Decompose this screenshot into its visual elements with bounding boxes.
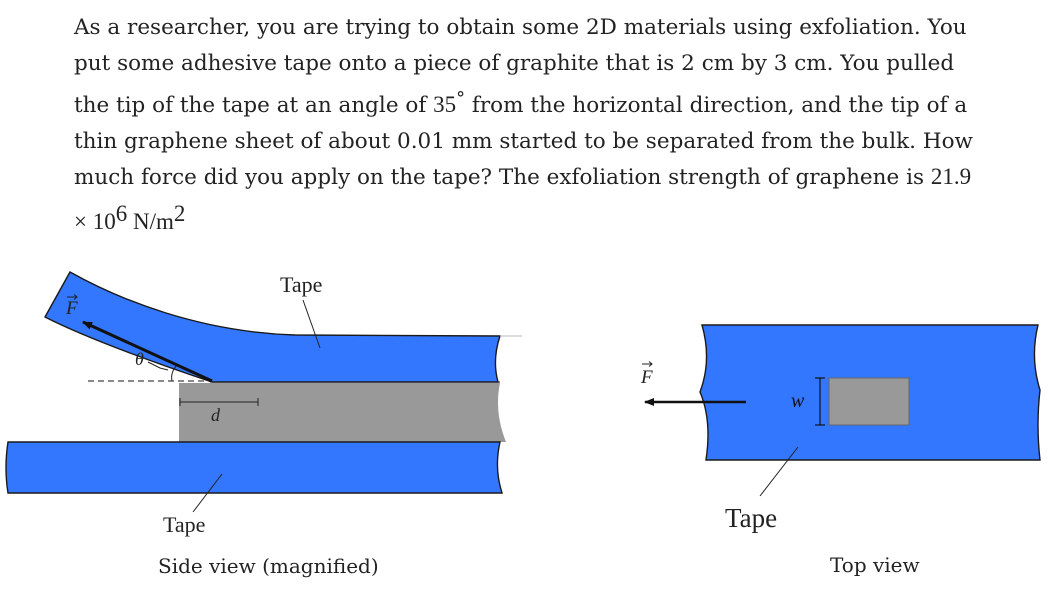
unit-exponent: 2 xyxy=(173,200,186,226)
top-view-tape-label: Tape xyxy=(725,503,777,533)
side-force-label: F xyxy=(65,298,78,319)
problem-statement: As a researcher, you are trying to obtai… xyxy=(74,10,974,240)
graphene-flake xyxy=(828,377,910,426)
strength-value: 21.9 xyxy=(930,164,972,190)
ten-base: 10 xyxy=(92,208,116,234)
degree-sign: ° xyxy=(456,88,466,109)
top-view-tape-leader xyxy=(759,446,799,497)
exponent: 6 xyxy=(115,200,128,226)
force-arrow-side xyxy=(82,320,213,383)
bottom-tape-leader xyxy=(192,473,223,513)
problem-intro: As a researcher, you are trying to obtai… xyxy=(74,15,967,119)
side-force-vector-head xyxy=(73,294,78,300)
top-view-caption: Top view xyxy=(830,553,920,577)
side-view-caption: Side view (magnified) xyxy=(158,554,379,578)
width-label: w xyxy=(791,390,805,412)
top-tape xyxy=(44,271,501,383)
bottom-tape xyxy=(5,441,503,494)
distance-label: d xyxy=(211,405,221,425)
problem-middle: from the horizontal direction, and the t… xyxy=(74,93,973,191)
angle-pointer xyxy=(147,361,169,371)
angle-label: θ xyxy=(135,349,144,369)
top-force-vector-head xyxy=(648,361,653,367)
angle-value: 35 xyxy=(433,92,457,118)
top-tape-label: Tape xyxy=(280,272,322,297)
bottom-tape-label: Tape xyxy=(163,512,205,537)
graphite-bulk xyxy=(179,383,506,442)
times-sign: × xyxy=(74,208,87,234)
top-force-label: F xyxy=(640,367,653,388)
top-tape-leader xyxy=(302,299,321,349)
unit: N/m xyxy=(132,208,174,234)
